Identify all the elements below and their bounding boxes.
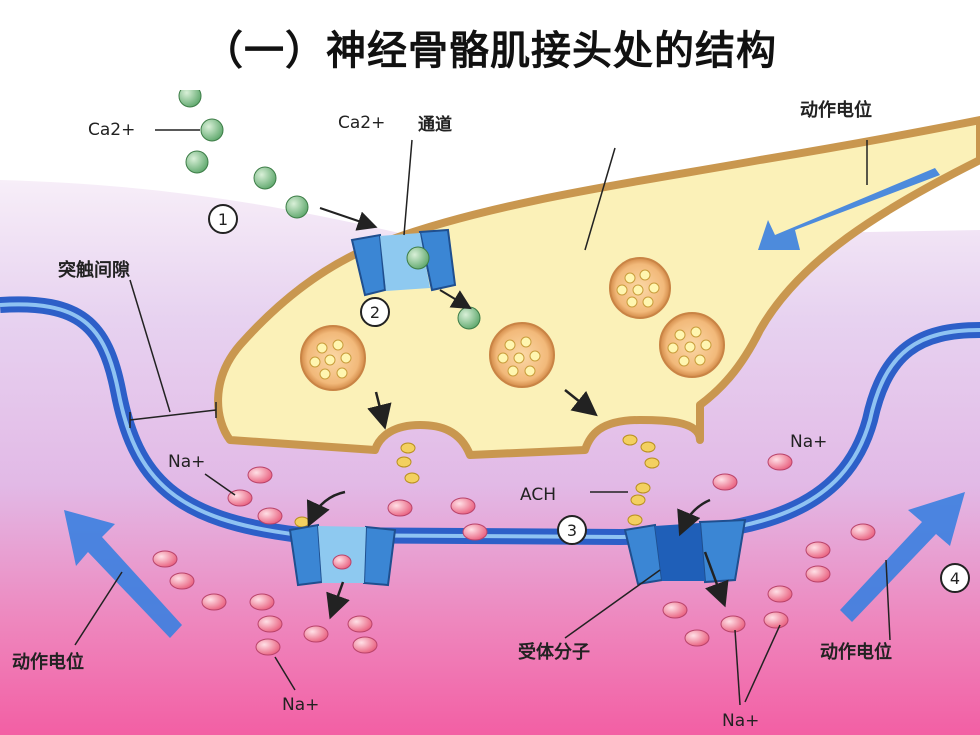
na-ions (152, 453, 876, 656)
step-marker-2: 2 (360, 297, 390, 327)
svg-text:4: 4 (950, 569, 960, 588)
leader-lines (74, 129, 891, 706)
action-potential-arrows (64, 168, 965, 638)
ca-channel-label-suffix: 通道 (418, 114, 452, 135)
process-arrows (306, 389, 729, 620)
na-label-right: Na+ (790, 432, 827, 452)
na-label-bottom-left: Na+ (282, 695, 319, 715)
receptor-channel-left (288, 523, 397, 587)
svg-text:1: 1 (218, 210, 228, 229)
svg-text:3: 3 (567, 521, 577, 540)
synaptic-vesicles (300, 257, 725, 391)
vesicle (489, 322, 555, 388)
ca-ion-label: Ca2+ (88, 120, 135, 140)
vesicle (609, 257, 671, 319)
na-label-bottom-right: Na+ (722, 711, 759, 731)
step-markers: 1 2 3 4 (208, 204, 970, 593)
nerve-terminal (214, 116, 980, 459)
ca-channel-label-prefix: Ca2+ (338, 113, 385, 133)
action-potential-bottom-left-label: 动作电位 (12, 651, 84, 673)
slide-title: （一）神经骨骼肌接头处的结构 (203, 28, 777, 74)
svg-text:2: 2 (370, 303, 380, 322)
synaptic-cleft-label: 突触间隙 (58, 259, 130, 281)
vesicle (659, 312, 725, 378)
step-marker-4: 4 (940, 563, 970, 593)
vesicle (300, 325, 366, 391)
step-marker-1: 1 (208, 204, 238, 234)
receptor-channel-right (623, 518, 747, 586)
ca-ions (178, 90, 481, 330)
action-potential-top-label: 动作电位 (800, 99, 872, 121)
ach-label: ACH (520, 485, 556, 505)
receptor-label: 受体分子 (518, 641, 590, 663)
ca-channel (350, 228, 457, 297)
na-label-left: Na+ (168, 452, 205, 472)
nmj-diagram: 1 2 3 4 Ca2+ Ca2+ 通道 动作电位 突触间隙 Na+ Na+ A… (0, 90, 980, 735)
action-potential-bottom-right-label: 动作电位 (820, 641, 892, 663)
step-marker-3: 3 (557, 515, 587, 545)
